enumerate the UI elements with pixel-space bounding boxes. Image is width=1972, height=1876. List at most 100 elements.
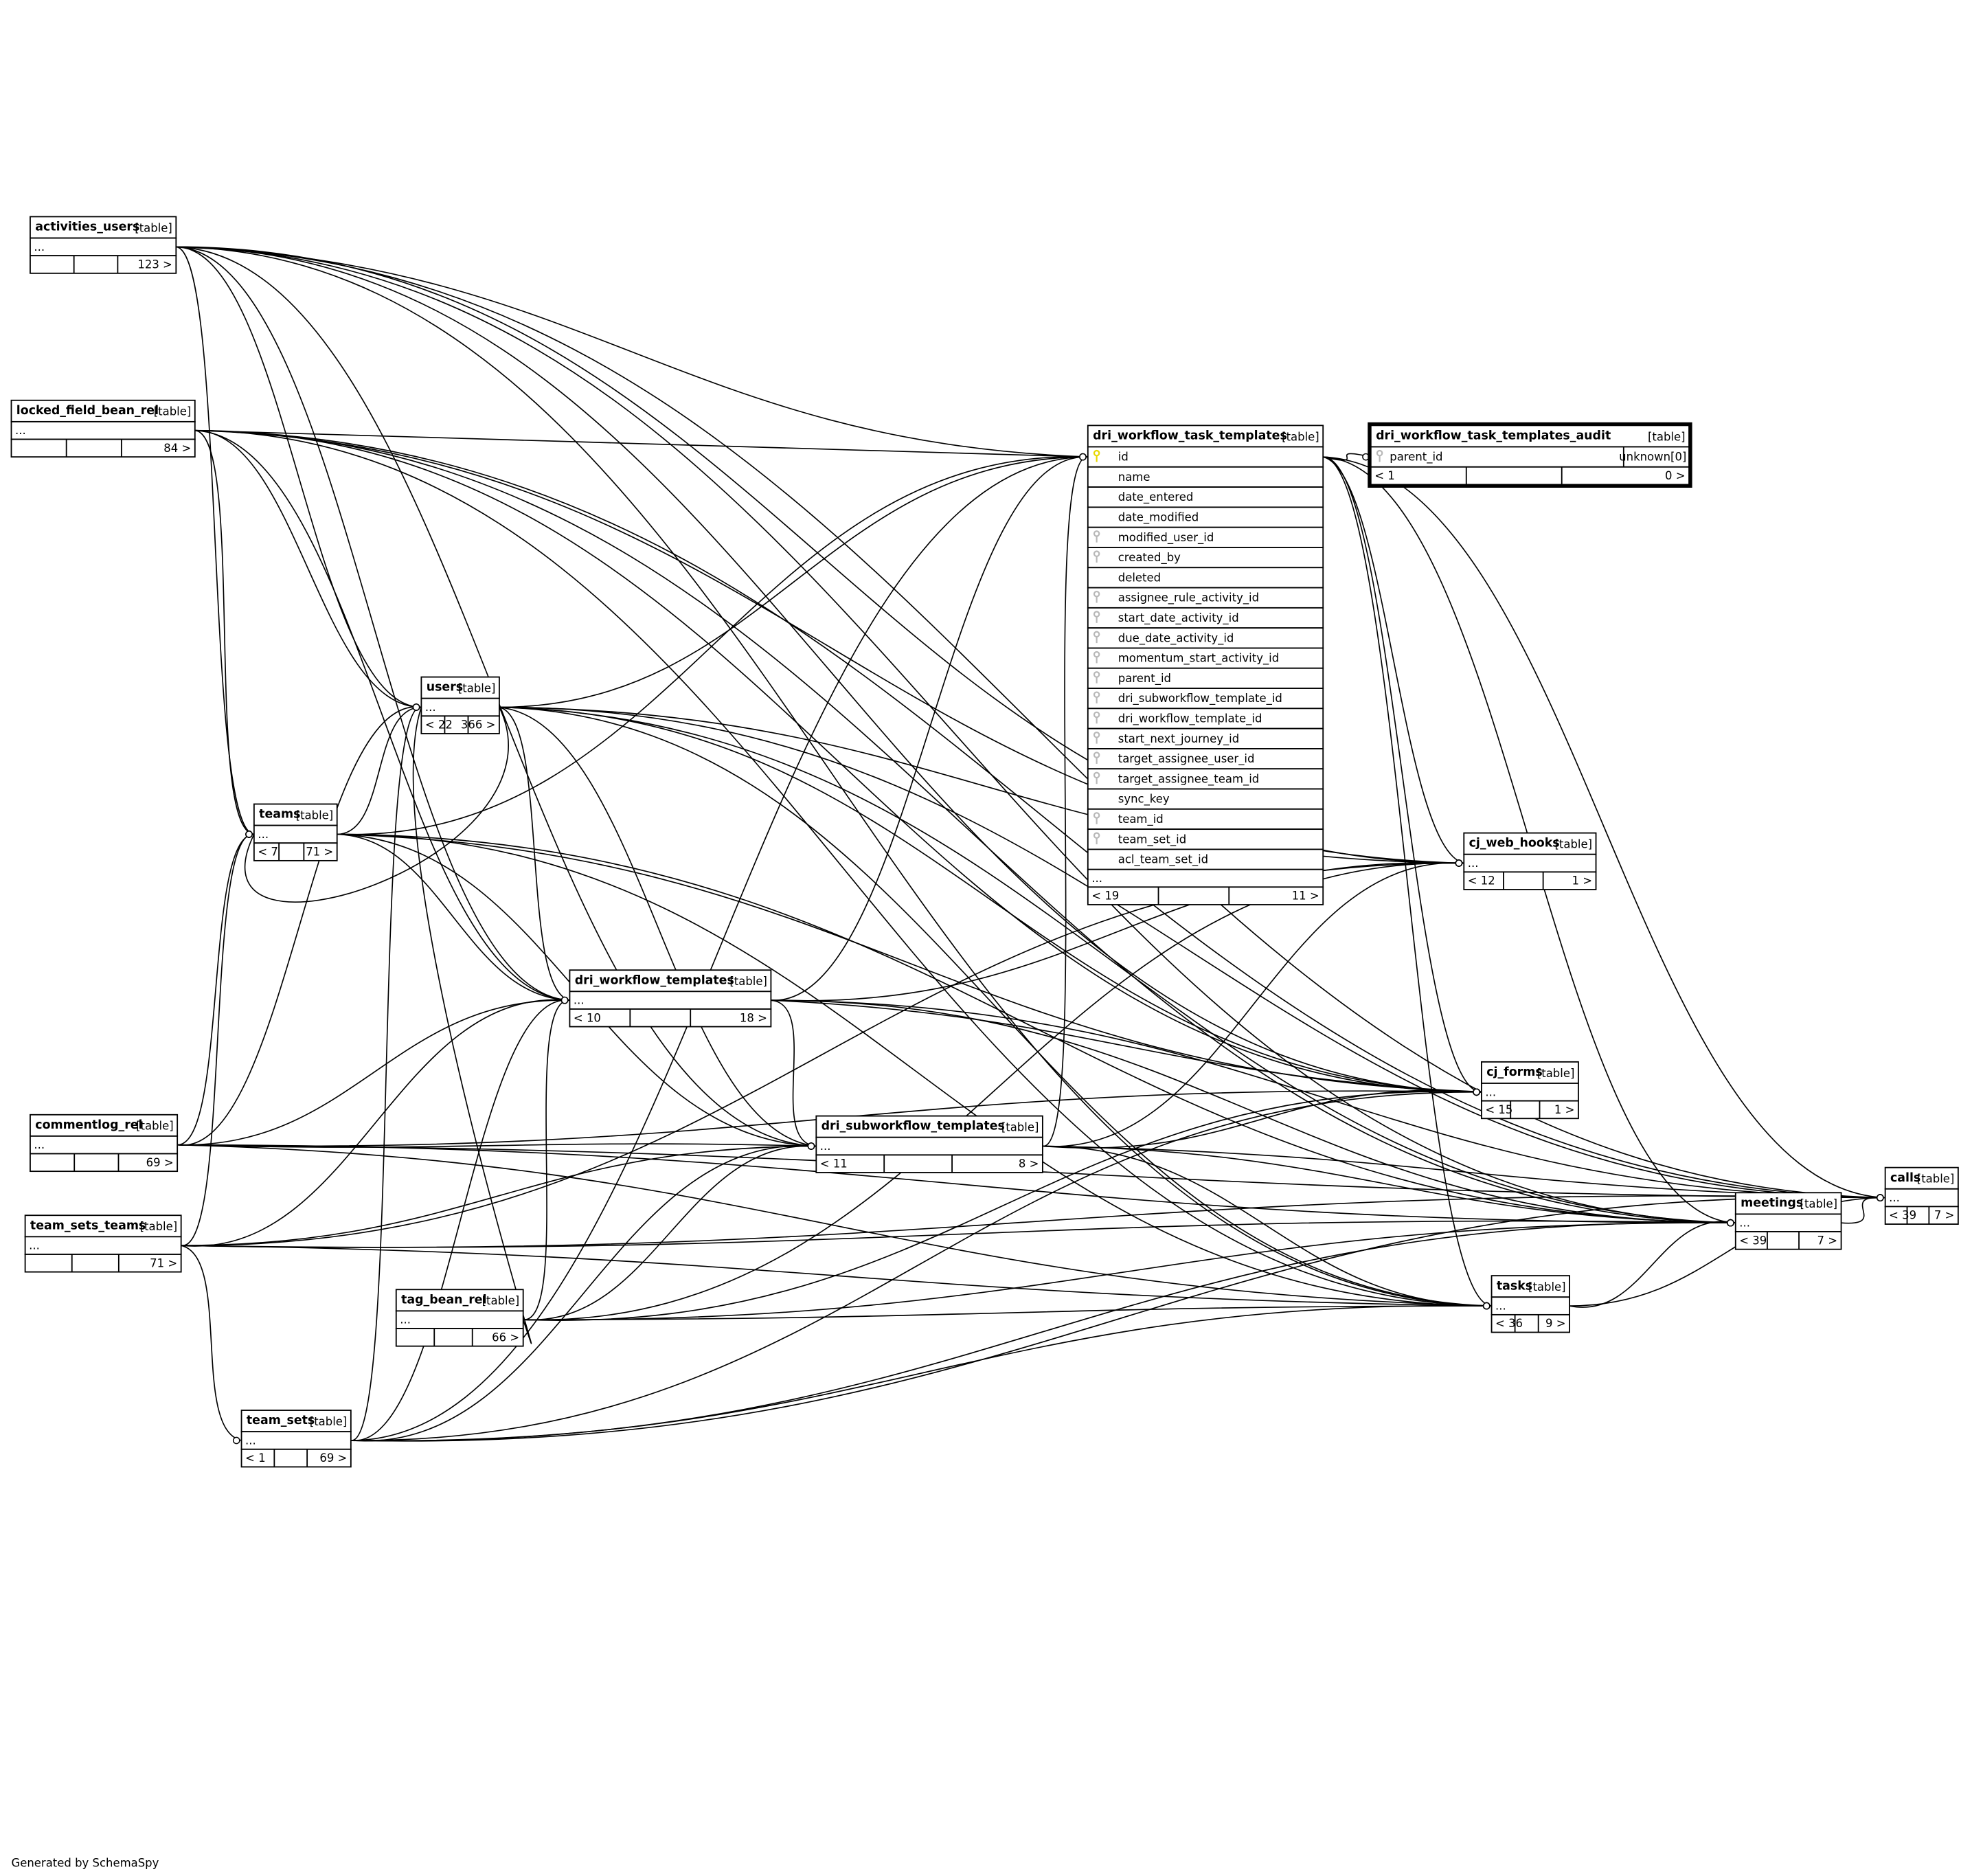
table-name[interactable]: tag_bean_rel <box>401 1293 486 1307</box>
table-name[interactable]: dri_subworkflow_templates <box>821 1120 1005 1133</box>
parents-count[interactable]: < 19 <box>1091 890 1119 903</box>
table-name[interactable]: users <box>427 681 463 694</box>
column-row[interactable]: date_modified <box>1087 506 1324 528</box>
column-row[interactable]: due_date_activity_id <box>1087 627 1324 649</box>
column-row[interactable]: momentum_start_activity_id <box>1087 647 1324 669</box>
children-count[interactable]: 18 > <box>740 1011 767 1024</box>
column-row[interactable]: created_by <box>1087 547 1324 569</box>
more-columns: ... <box>1485 1085 1496 1098</box>
table-name[interactable]: locked_field_bean_rel <box>16 404 159 418</box>
parents-count[interactable]: < 1 <box>245 1451 266 1465</box>
parents-count[interactable]: < 12 <box>1468 874 1495 888</box>
column-row[interactable]: date_entered <box>1087 486 1324 508</box>
children-count[interactable]: 8 > <box>1019 1157 1039 1171</box>
column-row[interactable]: dri_subworkflow_template_id <box>1087 688 1324 710</box>
column-row[interactable]: sync_key <box>1087 788 1324 810</box>
parents-count[interactable]: < 7 <box>258 846 278 859</box>
column-row[interactable]: start_date_activity_id <box>1087 607 1324 629</box>
children-count[interactable]: 84 > <box>163 442 191 455</box>
parents-count[interactable]: < 36 <box>1495 1317 1523 1330</box>
children-count[interactable]: 123 > <box>137 258 172 271</box>
children-count[interactable]: 69 > <box>146 1156 174 1169</box>
table-name[interactable]: dri_workflow_task_templates_audit <box>1376 429 1611 443</box>
column-row[interactable]: modified_user_id <box>1087 526 1324 548</box>
column-row[interactable]: acl_team_set_id <box>1087 848 1324 870</box>
children-count[interactable]: 7 > <box>1934 1209 1955 1222</box>
column-row[interactable]: team_set_id <box>1087 828 1324 850</box>
table-name[interactable]: teams <box>259 808 300 822</box>
table-name[interactable]: cj_forms <box>1486 1065 1542 1079</box>
table-name[interactable]: meetings <box>1741 1196 1803 1210</box>
column-row[interactable]: start_next_journey_id <box>1087 727 1324 749</box>
table-name[interactable]: calls <box>1890 1171 1920 1185</box>
zero-or-many-icon <box>1877 1194 1884 1201</box>
table-name[interactable]: dri_workflow_templates <box>575 973 734 987</box>
children-count[interactable]: 366 > <box>461 719 495 732</box>
column-name: sync_key <box>1118 793 1170 806</box>
column-name: date_modified <box>1118 511 1199 525</box>
column-row[interactable]: target_assignee_user_id <box>1087 748 1324 770</box>
column-row[interactable]: dri_workflow_template_id <box>1087 708 1324 730</box>
table-name[interactable]: dri_workflow_task_templates <box>1093 429 1287 443</box>
table-activities-users[interactable]: activities_users[table]...123 > <box>30 216 177 274</box>
table-tag-bean-rel[interactable]: tag_bean_rel[table]...66 > <box>395 1289 524 1347</box>
table-dri-workflow-task-templates[interactable]: dri_workflow_task_templates[table]idname… <box>1087 425 1324 905</box>
children-count[interactable]: 71 > <box>306 846 333 859</box>
table-type: [table] <box>1917 1173 1955 1186</box>
relationship-edge <box>177 999 570 1146</box>
table-name[interactable]: commentlog_rel <box>35 1118 142 1132</box>
children-count[interactable]: 69 > <box>319 1451 347 1465</box>
column-row[interactable]: name <box>1087 466 1324 488</box>
parents-count[interactable]: < 15 <box>1485 1103 1512 1116</box>
table-name[interactable]: cj_web_hooks <box>1469 837 1560 850</box>
children-count[interactable]: 1 > <box>1572 874 1593 888</box>
parents-count[interactable]: < 11 <box>820 1157 848 1171</box>
column-row[interactable]: team_id <box>1087 808 1324 830</box>
column-row[interactable]: target_assignee_team_id <box>1087 768 1324 790</box>
table-locked-field-bean-rel[interactable]: locked_field_bean_rel[table]...84 > <box>10 399 196 458</box>
column-row[interactable]: deleted <box>1087 567 1324 589</box>
relationship-edge <box>499 706 570 1001</box>
more-columns: ... <box>15 424 26 437</box>
children-count[interactable]: 11 > <box>1292 890 1319 903</box>
table-name[interactable]: tasks <box>1497 1279 1532 1293</box>
children-count[interactable]: 7 > <box>1817 1234 1838 1247</box>
column-row[interactable]: id <box>1087 446 1324 468</box>
table-name[interactable]: team_sets <box>247 1414 315 1427</box>
children-count[interactable]: 1 > <box>1554 1103 1575 1116</box>
relationship-edge <box>1323 456 1492 1307</box>
relationship-edge <box>1042 1145 1492 1307</box>
parents-count[interactable]: < 39 <box>1889 1209 1916 1222</box>
table-commentlog-rel[interactable]: commentlog_rel[table]...69 > <box>30 1114 179 1173</box>
children-count[interactable]: 0 > <box>1665 469 1686 482</box>
parents-count[interactable]: < 22 <box>425 719 453 732</box>
table-dri-workflow-task-templates-audit[interactable]: dri_workflow_task_templates_audit[table]… <box>1368 422 1692 488</box>
relationship-edge <box>194 429 1736 1224</box>
children-count[interactable]: 9 > <box>1545 1317 1566 1330</box>
parents-count[interactable]: < 39 <box>1739 1234 1767 1247</box>
foreign-key-icon <box>1093 671 1100 683</box>
relationship-edge <box>350 1221 1736 1442</box>
zero-or-many-icon <box>560 996 569 1004</box>
column-row[interactable]: assignee_rule_activity_id <box>1087 587 1324 609</box>
table-name[interactable]: activities_users <box>35 221 139 234</box>
parents-count[interactable]: < 1 <box>1374 469 1395 482</box>
table-team-sets-teams[interactable]: team_sets_teams[table]...71 > <box>24 1214 182 1273</box>
relationship-edge <box>177 1144 1736 1224</box>
parents-count[interactable]: < 10 <box>574 1011 601 1024</box>
column-row[interactable]: parent_id <box>1087 667 1324 689</box>
table-name[interactable]: team_sets_teams <box>30 1219 146 1232</box>
children-count[interactable]: 71 > <box>150 1256 177 1269</box>
children-count[interactable]: 66 > <box>492 1331 519 1344</box>
relationship-edge <box>194 429 254 835</box>
